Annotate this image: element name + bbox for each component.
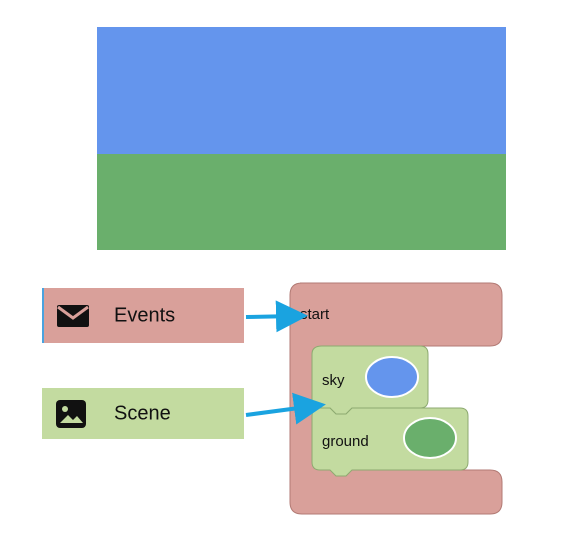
stage-sky (97, 27, 506, 154)
events-to-start-arrow (245, 300, 308, 333)
ground-block-label: ground (322, 433, 369, 450)
start-block-label: start (300, 306, 330, 323)
stage-ground (97, 154, 506, 250)
envelope-icon (56, 304, 90, 328)
category-scene[interactable]: Scene (42, 388, 244, 439)
sky-color-swatch[interactable] (365, 356, 419, 398)
sky-block-label: sky (322, 372, 345, 389)
ground-color-swatch[interactable] (403, 417, 457, 459)
category-events-label: Events (114, 304, 176, 326)
stage-preview (97, 27, 506, 250)
category-scene-label: Scene (114, 402, 171, 424)
scene-to-blocks-arrow (245, 392, 326, 425)
category-events[interactable]: Events (42, 288, 244, 343)
start-block[interactable] (289, 282, 503, 515)
image-icon (56, 399, 86, 428)
